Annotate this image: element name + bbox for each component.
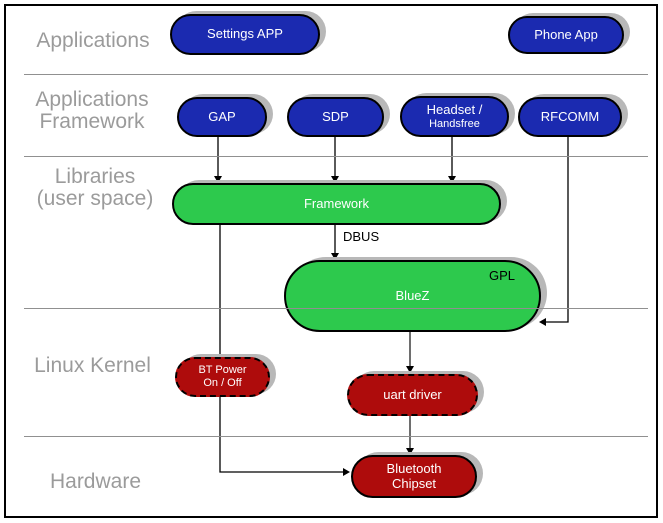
- layer-label-line: (user space): [36, 187, 154, 210]
- node-sdp: SDP: [287, 97, 384, 137]
- node-label: Phone App: [534, 26, 598, 42]
- edge-label-dbus: DBUS: [343, 229, 380, 244]
- divider-framework-libraries: [24, 156, 648, 157]
- node-label: Bluetooth: [386, 460, 442, 476]
- layer-label-linux-kernel: Linux Kernel: [34, 354, 151, 377]
- node-label: On / Off: [203, 377, 242, 389]
- node-gap: GAP: [177, 97, 267, 137]
- node-label: uart driver: [383, 386, 442, 402]
- node-framework: Framework: [172, 183, 501, 225]
- node-label: Settings APP: [207, 26, 283, 42]
- node-rfcomm: RFCOMM: [518, 97, 622, 137]
- node-label: BlueZ: [395, 287, 430, 303]
- node-headset-handsfree: Headset / Handsfree: [400, 96, 509, 137]
- node-uart-driver: uart driver: [347, 374, 478, 416]
- layer-label-line: Libraries: [54, 165, 136, 188]
- layer-label-libraries: Libraries (user space): [20, 166, 170, 210]
- layer-label-line: Framework: [39, 110, 145, 133]
- layer-label-applications-framework: Applications Framework: [21, 89, 163, 133]
- node-label: RFCOMM: [540, 108, 600, 124]
- node-label: SDP: [322, 108, 349, 124]
- node-bt-power: BT Power On / Off: [175, 357, 270, 397]
- node-label: Headset /: [426, 101, 483, 117]
- node-settings-app: Settings APP: [170, 14, 320, 55]
- node-label: GAP: [208, 108, 236, 124]
- node-label: Chipset: [391, 475, 437, 491]
- layer-label-hardware: Hardware: [49, 470, 142, 493]
- divider-applications-framework: [24, 74, 648, 75]
- node-label: Framework: [303, 195, 369, 211]
- node-bluetooth-chipset: Bluetooth Chipset: [351, 455, 477, 498]
- node-phone-app: Phone App: [508, 16, 624, 54]
- node-label: Handsfree: [429, 117, 480, 130]
- layer-label-applications: Applications: [36, 29, 150, 52]
- node-label: BT Power: [198, 364, 247, 377]
- gpl-license-tag: GPL: [488, 268, 515, 283]
- node-bluez: BlueZ GPL: [284, 260, 541, 332]
- layer-label-line: Applications: [35, 88, 149, 111]
- divider-libraries-kernel: [24, 308, 648, 309]
- divider-kernel-hardware: [24, 436, 648, 437]
